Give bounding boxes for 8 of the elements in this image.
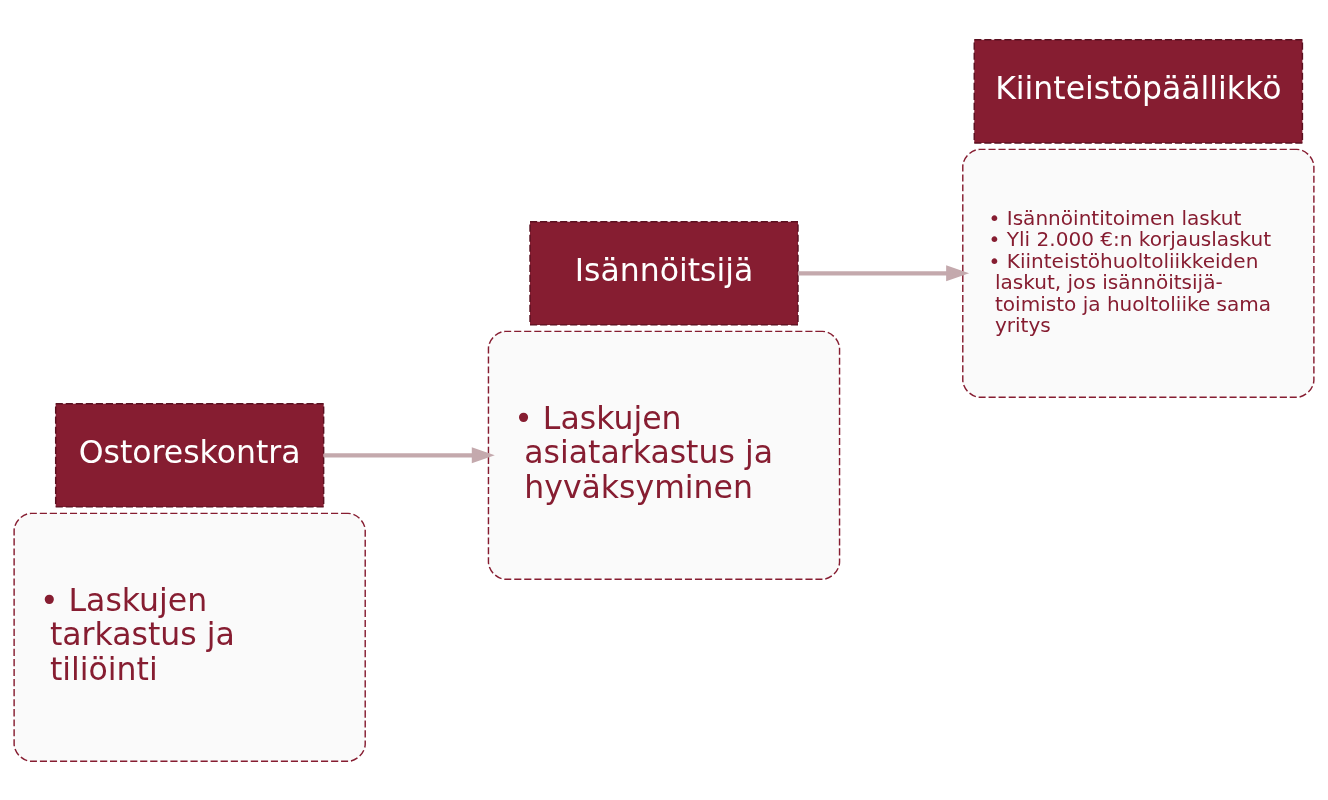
arrow bbox=[798, 264, 970, 281]
node-box: • Laskujen asiatarkastus ja hyväksyminen bbox=[487, 330, 841, 580]
node-box: • Isännöintitoimen laskut • Yli 2.000 €:n korjauslaskut • Kiinteistöhuoltoliikkeiden laskut, jos isännöitsijä- toimisto ja huoltoliike sama yritys bbox=[962, 148, 1315, 398]
node-box: Ostoreskontra bbox=[54, 402, 325, 508]
arrow bbox=[323, 446, 495, 463]
node-box: Isännöitsijä bbox=[529, 220, 799, 326]
node-box: • Laskujen tarkastus ja tiliöinti bbox=[13, 512, 366, 762]
node-box: Kiinteistöpäällikkö bbox=[973, 38, 1304, 144]
